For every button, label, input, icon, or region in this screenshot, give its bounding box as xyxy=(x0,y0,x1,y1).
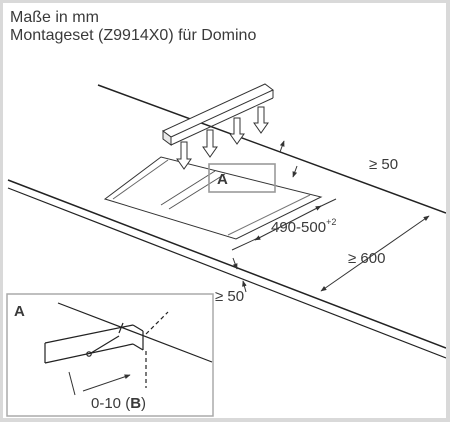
callout-a-box: A xyxy=(208,163,276,193)
detail-a-inset: A 0-10 (B) xyxy=(6,293,214,417)
dim-counter-depth xyxy=(320,215,430,292)
dim-top-margin-label: ≥ 50 xyxy=(369,156,398,173)
callout-a-label: A xyxy=(217,171,228,188)
detail-a-label: A xyxy=(14,303,25,320)
title-mounting-set: Montageset (Z9914X0) für Domino xyxy=(10,27,257,44)
dim-top-margin xyxy=(279,140,298,178)
detail-gap-label: 0-10 (B) xyxy=(91,395,146,412)
dim-cutout-depth xyxy=(231,198,337,251)
installation-drawing: A ≥ 50 490-500+2 ≥ 600 ≥ 50 A xyxy=(6,83,446,417)
title-units: Maße in mm xyxy=(10,9,99,26)
dim-cutout-depth-label: 490-500+2 xyxy=(271,217,336,236)
mounting-rail xyxy=(162,83,274,170)
dim-counter-depth-label: ≥ 600 xyxy=(348,250,385,267)
dim-front-margin xyxy=(232,257,247,293)
countertop xyxy=(7,84,446,359)
dim-front-margin-label: ≥ 50 xyxy=(215,288,244,305)
diagram-frame: Maße in mm Montageset (Z9914X0) für Domi… xyxy=(3,3,446,418)
